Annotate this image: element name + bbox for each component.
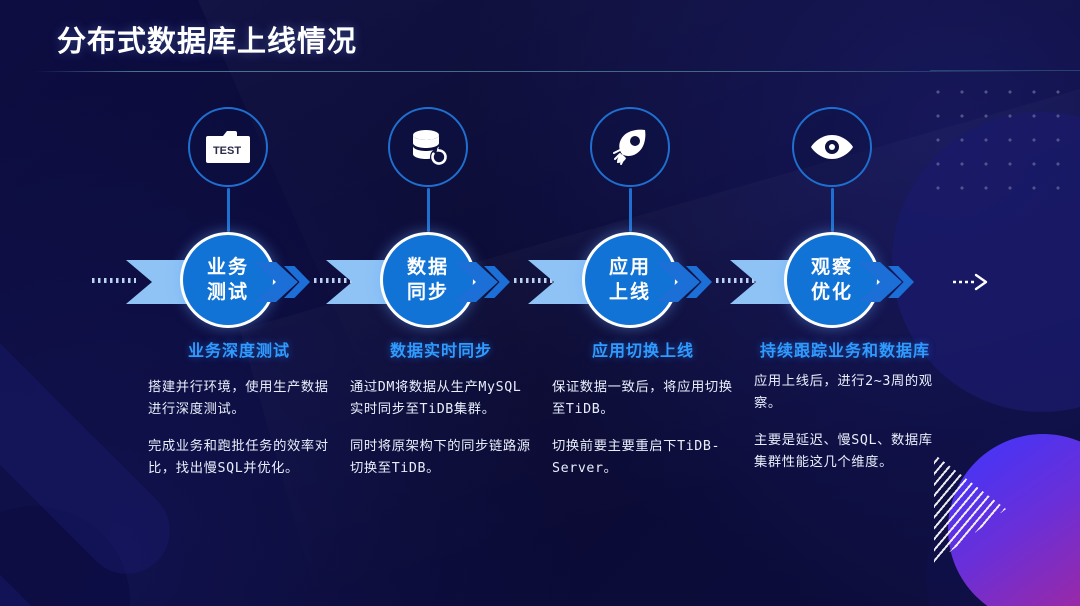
- slide-header: 分布式数据库上线情况: [0, 0, 1080, 76]
- stage-circle-line2: 优化: [810, 282, 853, 303]
- stage-circle-line2: 同步: [406, 282, 449, 303]
- column-body: 保证数据一致后，将应用切换至TiDB。 切换前要主要重启下TiDB-Server…: [552, 377, 734, 480]
- stage-circle-3[interactable]: 应用 上线: [582, 232, 678, 328]
- column-heading: 持续跟踪业务和数据库: [759, 343, 930, 360]
- column-body: 应用上线后，进行2~3周的观察。 主要是延迟、慢SQL、数据库集群性能这几个维度…: [754, 371, 936, 474]
- rocket-icon: [590, 107, 670, 187]
- column-heading: 应用切换上线: [591, 343, 694, 360]
- flow-stage-4[interactable]: 观察 优化: [730, 100, 942, 340]
- dotted-arrow-right-icon: [952, 271, 990, 293]
- process-flow: TEST 业务 测试: [0, 100, 1080, 340]
- column-heading: 数据实时同步: [389, 343, 492, 360]
- eye-icon: [792, 107, 872, 187]
- flow-stage-2[interactable]: 数据 同步: [326, 100, 554, 340]
- description-column-4: 持续跟踪业务和数据库 应用上线后，进行2~3周的观察。 主要是延迟、慢SQL、数…: [754, 340, 936, 489]
- folder-test-icon: TEST: [188, 107, 268, 187]
- column-paragraph: 完成业务和跑批任务的效率对比，找出慢SQL并优化。: [148, 439, 329, 476]
- stage-circle-line1: 业务: [206, 257, 249, 278]
- column-paragraph: 通过DM将数据从生产MySQL实时同步至TiDB集群。: [350, 380, 522, 417]
- description-column-3: 应用切换上线 保证数据一致后，将应用切换至TiDB。 切换前要主要重启下TiDB…: [552, 340, 734, 495]
- column-paragraph: 切换前要主要重启下TiDB-Server。: [552, 439, 721, 476]
- column-paragraph: 应用上线后，进行2~3周的观察。: [754, 374, 933, 411]
- stage-trailing-dots: [716, 278, 756, 283]
- stage-connector-line: [831, 188, 834, 232]
- stage-trailing-dots: [514, 278, 554, 283]
- stage-circle-1[interactable]: 业务 测试: [180, 232, 276, 328]
- column-heading: 业务深度测试: [187, 343, 290, 360]
- stage-circle-4[interactable]: 观察 优化: [784, 232, 880, 328]
- stage-lead-dots: [92, 278, 136, 283]
- column-body: 通过DM将数据从生产MySQL实时同步至TiDB集群。 同时将原架构下的同步链路…: [350, 377, 532, 480]
- stage-circle-2[interactable]: 数据 同步: [380, 232, 476, 328]
- description-columns: 业务深度测试 搭建并行环境，使用生产数据进行深度测试。 完成业务和跑批任务的效率…: [0, 340, 1080, 590]
- flow-stage-1[interactable]: TEST 业务 测试: [92, 100, 354, 340]
- database-sync-icon: [388, 107, 468, 187]
- stage-circle-line1: 观察: [810, 257, 853, 278]
- title-divider: [35, 71, 1045, 72]
- stage-connector-line: [629, 188, 632, 232]
- column-paragraph: 搭建并行环境，使用生产数据进行深度测试。: [148, 380, 329, 417]
- stage-circle-line1: 应用: [608, 257, 651, 278]
- stage-connector-line: [227, 188, 230, 232]
- flow-stage-3[interactable]: 应用 上线: [528, 100, 756, 340]
- column-paragraph: 主要是延迟、慢SQL、数据库集群性能这几个维度。: [754, 433, 933, 470]
- svg-text:TEST: TEST: [213, 145, 241, 157]
- page-title: 分布式数据库上线情况: [57, 26, 358, 58]
- stage-connector-line: [427, 188, 430, 232]
- column-body: 搭建并行环境，使用生产数据进行深度测试。 完成业务和跑批任务的效率对比，找出慢S…: [148, 377, 330, 480]
- column-paragraph: 同时将原架构下的同步链路源切换至TiDB。: [350, 439, 531, 476]
- stage-circle-line2: 上线: [608, 282, 651, 303]
- column-paragraph: 保证数据一致后，将应用切换至TiDB。: [552, 380, 733, 417]
- description-column-2: 数据实时同步 通过DM将数据从生产MySQL实时同步至TiDB集群。 同时将原架…: [350, 340, 532, 495]
- stage-circle-line1: 数据: [406, 257, 449, 278]
- stage-trailing-dots: [314, 278, 354, 283]
- stage-circle-line2: 测试: [206, 282, 249, 303]
- description-column-1: 业务深度测试 搭建并行环境，使用生产数据进行深度测试。 完成业务和跑批任务的效率…: [148, 340, 330, 495]
